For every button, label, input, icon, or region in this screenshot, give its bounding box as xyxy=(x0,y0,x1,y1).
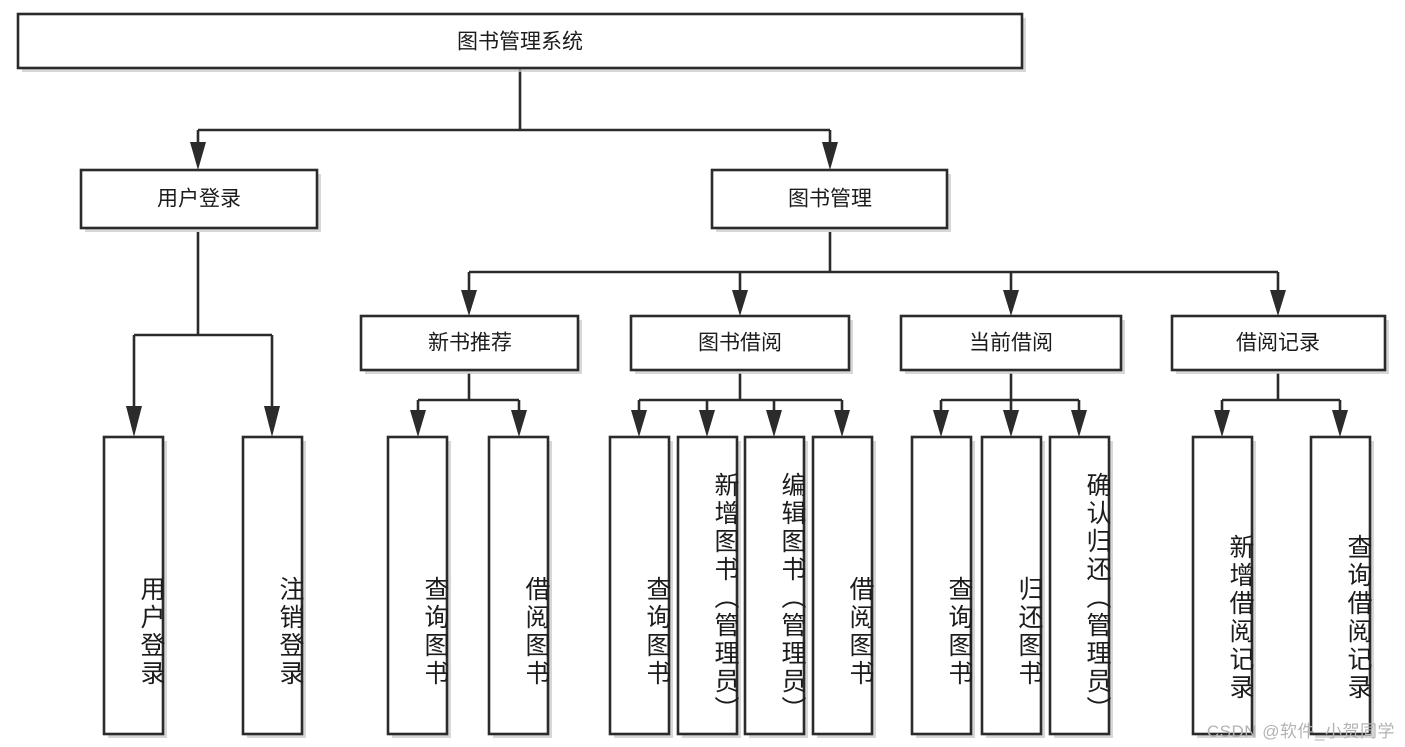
leaf-borrow-book-2-box[interactable] xyxy=(811,435,874,736)
leaf-add-record-box[interactable] xyxy=(1191,435,1254,736)
arrow-to-leaf-add-record xyxy=(1214,410,1230,437)
new-book-recommend-node-box[interactable] xyxy=(359,314,580,372)
borrow-record-node-label: 借阅记录 xyxy=(1236,332,1320,355)
book-manage-node-label: 图书管理 xyxy=(788,188,872,211)
leaf-logout-login-box[interactable] xyxy=(241,435,304,736)
arrow-to-book-manage xyxy=(822,142,838,170)
book-manage-node-box[interactable] xyxy=(710,168,949,230)
new-book-recommend-node-label: 新书推荐 xyxy=(428,332,512,355)
leaf-query-book-1-box[interactable] xyxy=(386,435,449,736)
node-layer: 图书管理系统 用户登录 图书管理 新书推荐 图书借阅 当前借阅 xyxy=(16,12,1389,738)
book-borrow-node-box[interactable] xyxy=(629,314,851,372)
arrow-to-leaf-query-book-3 xyxy=(933,410,949,437)
leaf-query-record-box[interactable] xyxy=(1309,435,1372,736)
arrow-to-leaf-confirm-return xyxy=(1071,410,1087,437)
arrow-to-leaf-user-login xyxy=(126,406,142,437)
current-borrow-node-box[interactable] xyxy=(899,314,1123,372)
leaf-confirm-return-box[interactable] xyxy=(1048,435,1111,736)
borrow-record-node-box[interactable] xyxy=(1170,314,1387,372)
arrow-to-new-book-recommend xyxy=(461,290,477,316)
user-login-node-box[interactable] xyxy=(79,168,319,230)
arrow-to-user-login xyxy=(190,142,206,170)
book-borrow-node-label: 图书借阅 xyxy=(698,332,782,355)
arrow-to-leaf-add-book xyxy=(699,410,715,437)
arrow-to-leaf-query-book-2 xyxy=(631,410,647,437)
leaf-return-book-box[interactable] xyxy=(980,435,1043,736)
arrow-to-borrow-record xyxy=(1270,290,1286,316)
title-node-box[interactable] xyxy=(16,12,1024,70)
leaf-add-book-box[interactable] xyxy=(676,435,739,736)
leaf-query-book-2-box[interactable] xyxy=(608,435,671,736)
current-borrow-node-label: 当前借阅 xyxy=(969,332,1053,355)
arrow-to-book-borrow xyxy=(732,290,748,316)
leaf-query-book-3-box[interactable] xyxy=(910,435,973,736)
arrow-to-leaf-return-book xyxy=(1003,410,1019,437)
leaf-edit-book-box[interactable] xyxy=(743,435,806,736)
leaf-user-login-box[interactable] xyxy=(102,435,165,736)
arrow-to-leaf-query-book-1 xyxy=(410,410,426,437)
arrow-to-leaf-borrow-book-2 xyxy=(834,410,850,437)
arrow-to-leaf-edit-book xyxy=(766,410,782,437)
connector-layer xyxy=(126,68,1348,437)
arrow-to-leaf-logout-login xyxy=(264,406,280,437)
arrow-to-current-borrow xyxy=(1003,290,1019,316)
title-node-label: 图书管理系统 xyxy=(457,31,583,54)
arrow-to-leaf-borrow-book-1 xyxy=(511,410,527,437)
arrow-to-leaf-query-record xyxy=(1332,410,1348,437)
user-login-node-label: 用户登录 xyxy=(157,188,241,211)
csdn-watermark: CSDN @软件_小贺同学 xyxy=(1206,722,1395,741)
leaf-borrow-book-1-box[interactable] xyxy=(487,435,550,736)
